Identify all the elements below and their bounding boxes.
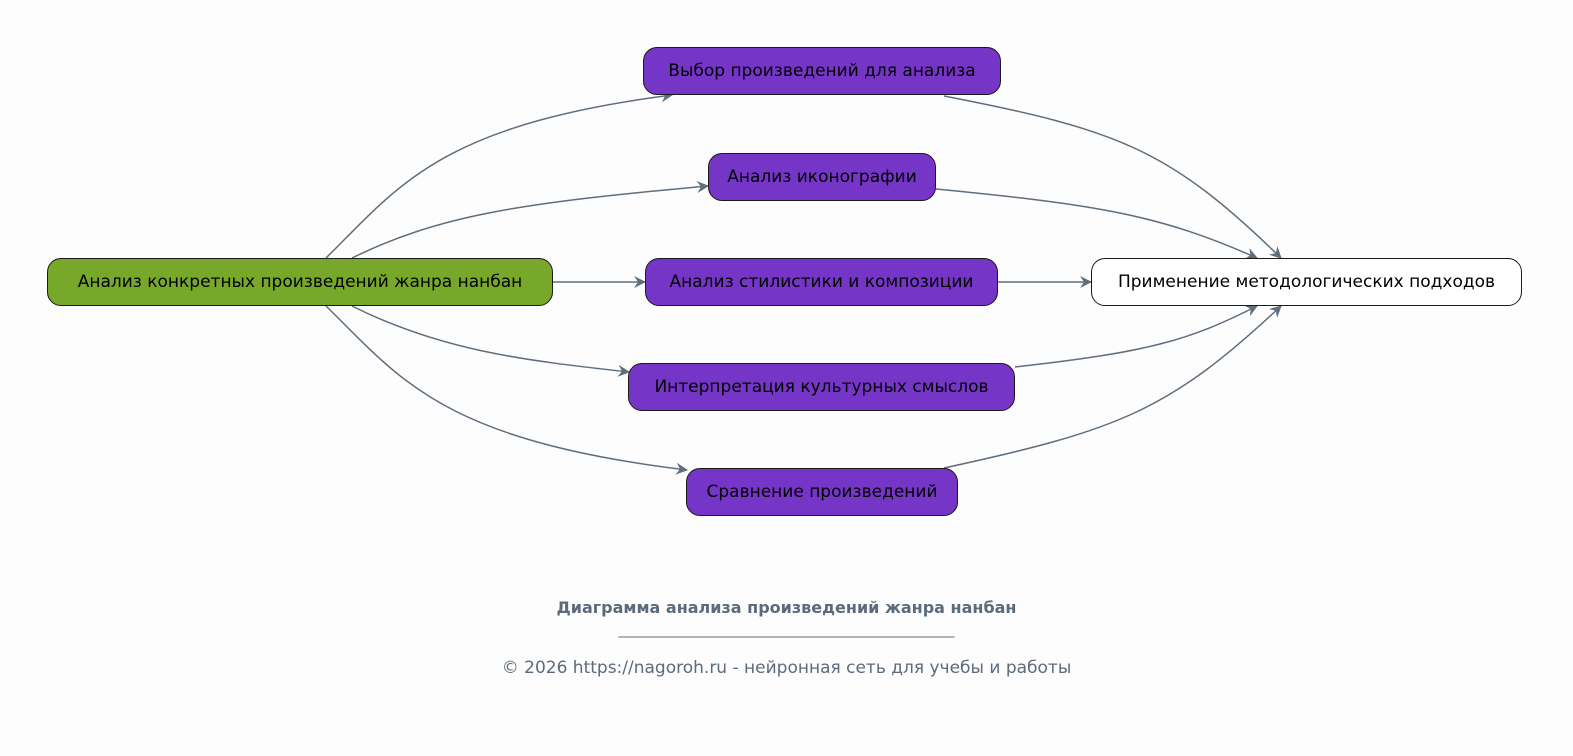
step-node-iconography[interactable]: Анализ иконографии xyxy=(708,153,936,201)
step-node-label: Выбор произведений для анализа xyxy=(668,61,976,81)
step-node-label: Интерпретация культурных смыслов xyxy=(654,377,989,397)
target-node[interactable]: Применение методологических подходов xyxy=(1091,258,1522,306)
edge-step-1-to-target xyxy=(943,95,1282,259)
edge-step-4-to-target xyxy=(1014,305,1258,368)
step-node-style-composition[interactable]: Анализ стилистики и композиции xyxy=(645,258,998,306)
edge-step-5-to-target xyxy=(943,305,1282,469)
source-node-label: Анализ конкретных произведений жанра нан… xyxy=(77,272,523,292)
edge-source-to-step-4 xyxy=(351,305,630,377)
target-node-label: Применение методологических подходов xyxy=(1117,272,1496,292)
caption-divider: ________________________________________… xyxy=(618,622,955,638)
edge-source-to-step-5 xyxy=(325,305,688,475)
step-node-label: Сравнение произведений xyxy=(706,482,938,502)
step-node-label: Анализ стилистики и композиции xyxy=(669,272,974,292)
step-node-cultural-interpretation[interactable]: Интерпретация культурных смыслов xyxy=(628,363,1015,411)
step-node-selection[interactable]: Выбор произведений для анализа xyxy=(643,47,1001,95)
diagram-title: Диаграмма анализа произведений жанра нан… xyxy=(556,598,1017,617)
edge-source-to-step-1 xyxy=(325,90,673,259)
copyright-footer: © 2026 https://nagoroh.ru - нейронная се… xyxy=(501,658,1072,678)
step-node-label: Анализ иконографии xyxy=(727,167,917,187)
source-node[interactable]: Анализ конкретных произведений жанра нан… xyxy=(47,258,553,306)
step-node-comparison[interactable]: Сравнение произведений xyxy=(686,468,958,516)
edge-step-2-to-target xyxy=(935,188,1258,260)
edge-source-to-step-2 xyxy=(351,181,709,259)
